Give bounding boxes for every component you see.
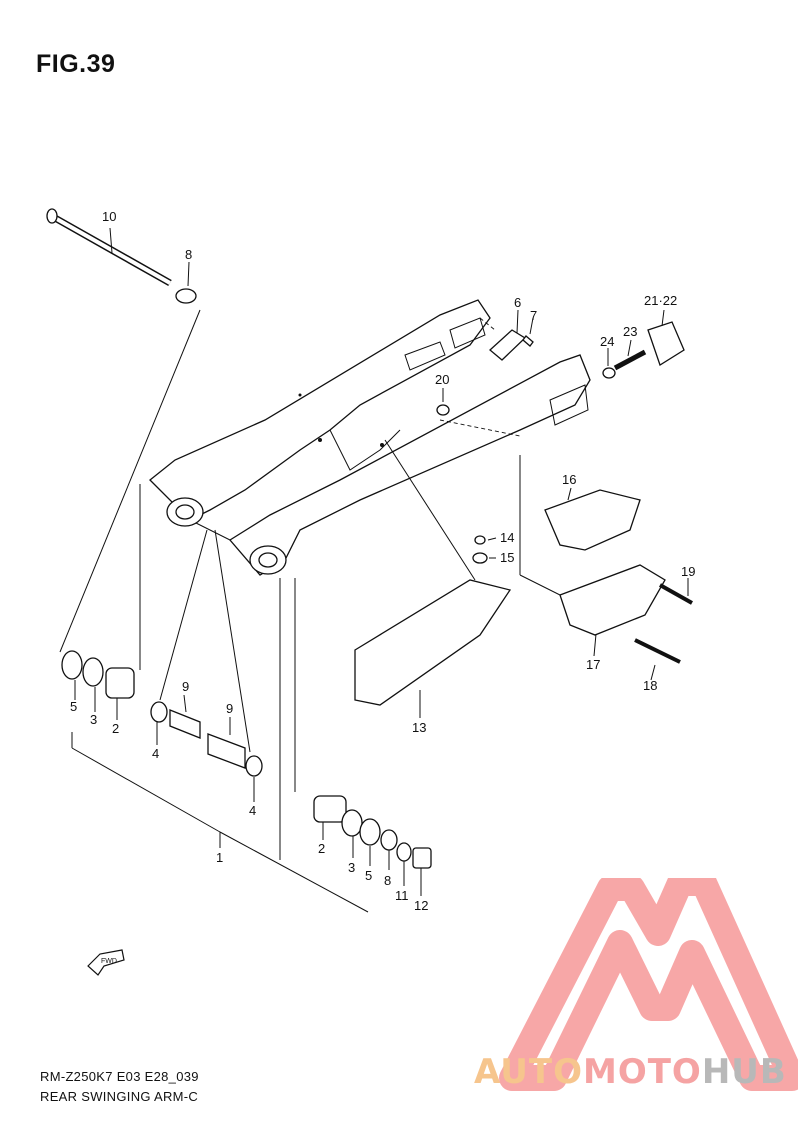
oil-seal-part (341, 809, 363, 837)
callout-label: 7 (530, 308, 537, 323)
callout-label: 4 (152, 746, 159, 761)
washer-part (380, 829, 398, 851)
dust-seal-part (61, 650, 83, 680)
callout-label: 11 (395, 888, 409, 903)
spacer-part (207, 733, 246, 769)
callout-label: 24 (600, 334, 614, 349)
nut-part (602, 367, 616, 379)
leader-lines (59, 227, 689, 913)
chain-guide-part (544, 489, 641, 551)
screw-part (474, 535, 486, 545)
nut-part (436, 404, 450, 416)
bolt-part (522, 335, 534, 347)
callout-label: 3 (90, 712, 97, 727)
oil-seal-part (82, 657, 104, 687)
dust-seal-part (359, 818, 381, 846)
chain-buffer-part (354, 579, 512, 706)
callout-label: 8 (384, 873, 391, 888)
chain-guide-bracket-part (559, 564, 666, 636)
adjuster-plate-part (489, 329, 527, 361)
bolt-part (634, 638, 681, 664)
callout-label: 12 (414, 898, 428, 913)
automotohub-logo (499, 878, 798, 1091)
nut-part (412, 847, 432, 869)
adjuster-bolt-part (613, 349, 647, 371)
fwd-arrow-icon: FWD (87, 949, 125, 976)
callout-label: 5 (70, 699, 77, 714)
chain-adjuster-part (647, 321, 685, 366)
callout-label: 13 (412, 720, 426, 735)
bolt-part (659, 583, 693, 605)
washer-part (175, 288, 197, 304)
callout-label: 9 (182, 679, 189, 694)
swing-arm-part (149, 299, 591, 576)
bearing-part (105, 667, 135, 699)
callout-label: 14 (500, 530, 514, 545)
callout-label: 2 (318, 841, 325, 856)
callout-label: 8 (185, 247, 192, 262)
callout-label: 19 (681, 564, 695, 579)
callout-label: 23 (623, 324, 637, 339)
fwd-label: FWD (101, 958, 117, 965)
figure-name: REAR SWINGING ARM-C (40, 1089, 199, 1104)
callout-label: 18 (643, 678, 657, 693)
callout-label: 3 (348, 860, 355, 875)
callout-label: 2 (112, 721, 119, 736)
callout-label: 20 (435, 372, 449, 387)
callout-label: 6 (514, 295, 521, 310)
callout-label: 1 (216, 850, 223, 865)
callout-label: 21·22 (644, 293, 677, 308)
spacer-part (169, 709, 201, 739)
automotohub-wordmark: AUTOMOTOHUB (474, 1052, 787, 1092)
callout-label: 10 (102, 209, 116, 224)
pivot-bolt-part (46, 208, 172, 287)
callout-labels: 10 8 6 7 21·22 23 24 20 16 14 15 19 17 1… (70, 209, 695, 913)
spacer-washer-part (150, 701, 168, 723)
spacer-washer-part (245, 755, 263, 777)
model-code: RM-Z250K7 E03 E28_039 (40, 1069, 199, 1084)
washer-part (472, 552, 488, 564)
figure-title: FIG.39 (36, 50, 116, 78)
callout-label: 4 (249, 803, 256, 818)
washer-part (396, 842, 412, 862)
callout-label: 15 (500, 550, 514, 565)
callout-label: 17 (586, 657, 600, 672)
callout-label: 16 (562, 472, 576, 487)
callout-label: 5 (365, 868, 372, 883)
callout-label: 9 (226, 701, 233, 716)
bearing-part (313, 795, 347, 823)
